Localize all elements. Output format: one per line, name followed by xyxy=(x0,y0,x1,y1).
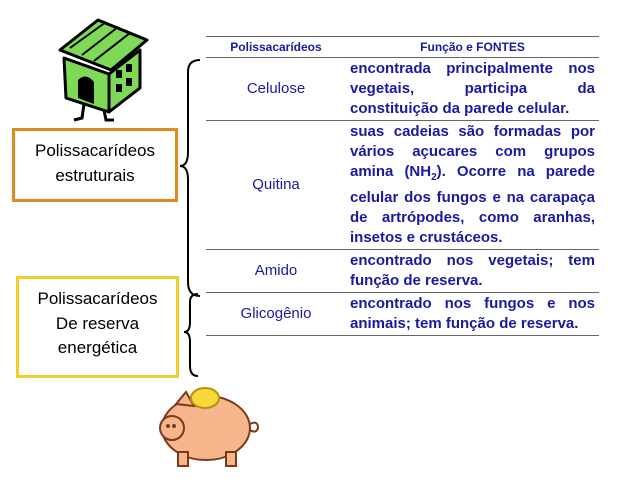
house-icon xyxy=(58,18,149,122)
table-row: Quitina suas cadeias são formadas por vá… xyxy=(206,120,599,250)
column-header: Polissacarídeos xyxy=(206,36,346,58)
label-polissacarideos-reserva: Polissacarídeos De reserva energética xyxy=(16,276,179,378)
label-line: Polissacarídeos xyxy=(34,141,155,160)
polysaccharide-name: Amido xyxy=(206,249,346,293)
column-header: Função e FONTES xyxy=(346,36,599,58)
polysaccharides-table: Polissacarídeos Função e FONTES Celulose… xyxy=(206,36,599,336)
table-header-row: Polissacarídeos Função e FONTES xyxy=(206,36,599,58)
polysaccharide-function: encontrado nos fungos e nos animais; tem… xyxy=(346,292,599,336)
polysaccharide-function: encontrada principalmente nos vegetais, … xyxy=(346,57,599,121)
label-line: De reserva xyxy=(55,313,140,333)
table-row: Amido encontrado nos vegetais; tem funçã… xyxy=(206,249,599,293)
brace-reserva xyxy=(183,293,199,377)
piggy-bank-icon xyxy=(159,387,260,467)
polysaccharide-name: Celulose xyxy=(206,57,346,121)
label-line: energética xyxy=(57,338,138,358)
label-line: Polissacarídeos xyxy=(37,289,158,308)
label-polissacarideos-estruturais: Polissacarídeos estruturais xyxy=(12,128,178,202)
polysaccharide-function: encontrado nos vegetais; tem função de r… xyxy=(346,249,599,293)
polysaccharide-function: suas cadeias são formadas por vários açu… xyxy=(346,120,599,250)
table-row: Glicogênio encontrado nos fungos e nos a… xyxy=(206,292,599,336)
brace-estruturais xyxy=(179,59,201,297)
label-line: estruturais xyxy=(55,165,135,185)
polysaccharide-name: Glicogênio xyxy=(206,292,346,336)
table-row: Celulose encontrada principalmente nos v… xyxy=(206,57,599,121)
polysaccharide-name: Quitina xyxy=(206,120,346,250)
